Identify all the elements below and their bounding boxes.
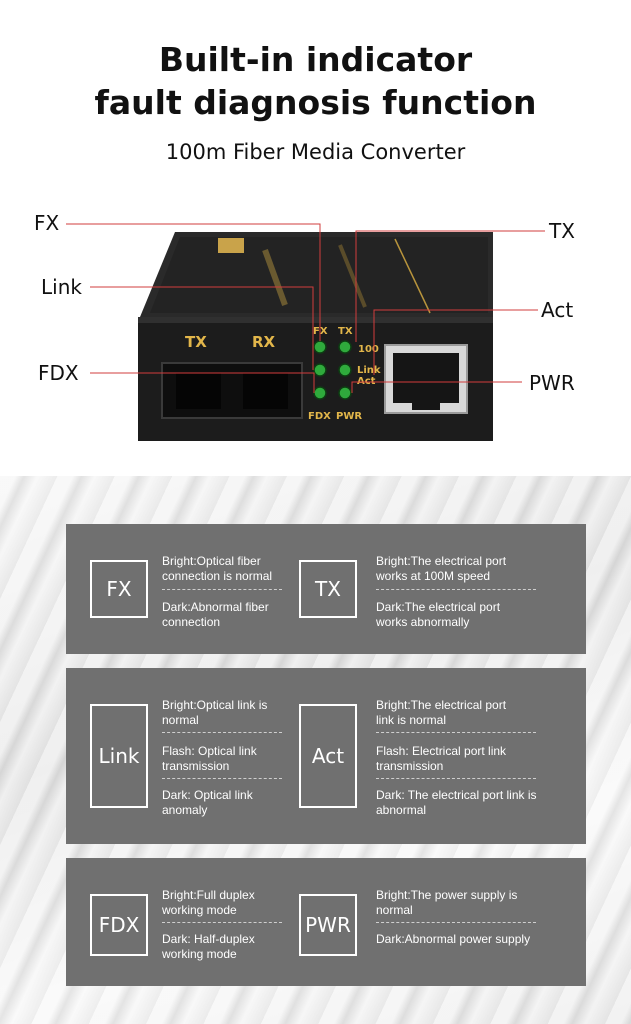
badge-act: Act — [299, 704, 357, 808]
callout-act: Act — [541, 298, 574, 322]
act-separator-2 — [376, 778, 536, 779]
badge-fx: FX — [90, 560, 148, 618]
callout-tx: TX — [549, 219, 575, 243]
fx-bright-text: Bright:Optical fiber connection is norma… — [162, 554, 273, 583]
product-illustration: TX RX FX TX 100 Link Act FDX PWR FX Link… — [0, 195, 631, 475]
top-logo-badge — [218, 238, 244, 253]
title-line-2: fault diagnosis function — [94, 83, 537, 122]
badge-pwr: PWR — [299, 894, 357, 956]
page-title: Built-in indicator fault diagnosis funct… — [0, 38, 631, 124]
link-separator-1 — [162, 732, 282, 733]
pwr-dark-text: Dark:Abnormal power supply — [376, 932, 531, 946]
led-tx — [338, 340, 352, 354]
tx-dark-text: Dark:The electrical port works abnormall… — [376, 600, 501, 629]
act-flash-text: Flash: Electrical port link transmission — [376, 744, 507, 773]
media-converter-drawing: TX RX FX TX 100 Link Act FDX PWR — [66, 223, 545, 441]
fx-dark-text: Dark:Abnormal fiber connection — [162, 600, 269, 629]
led-label-fdx: FDX — [308, 411, 331, 422]
fdx-separator — [162, 922, 282, 923]
indicator-panel-link-act: Link Bright:Optical link is normal Flash… — [66, 668, 586, 844]
callout-fdx: FDX — [38, 361, 79, 385]
link-flash-text: Flash: Optical link transmission — [162, 744, 257, 773]
callout-line-fx — [66, 223, 321, 341]
led-label-link: Link — [357, 365, 381, 376]
act-bright-text: Bright:The electrical port link is norma… — [376, 698, 507, 727]
led-act-speed — [338, 363, 352, 377]
pwr-separator — [376, 922, 536, 923]
badge-tx: TX — [299, 560, 357, 618]
callout-line-fdx — [90, 372, 315, 393]
link-dark-text: Dark: Optical link anomaly — [162, 788, 253, 817]
led-link — [313, 363, 327, 377]
callout-line-link — [90, 286, 314, 370]
act-dark-text: Dark: The electrical port link is abnorm… — [376, 788, 537, 817]
act-separator-1 — [376, 732, 536, 733]
port-label-tx: TX — [185, 333, 207, 351]
fdx-dark-text: Dark: Half-duplex working mode — [162, 932, 255, 961]
led-label-tx: TX — [338, 326, 353, 337]
link-separator-2 — [162, 778, 282, 779]
fdx-bright-text: Bright:Full duplex working mode — [162, 888, 255, 917]
led-label-pwr: PWR — [336, 411, 362, 422]
indicator-panel-fx-tx: FX Bright:Optical fiber connection is no… — [66, 524, 586, 654]
led-label-100: 100 — [358, 344, 379, 355]
callout-link: Link — [41, 275, 82, 299]
title-line-1: Built-in indicator — [158, 40, 473, 79]
pwr-bright-text: Bright:The power supply is normal — [376, 888, 518, 917]
led-fdx — [313, 386, 327, 400]
link-bright-text: Bright:Optical link is normal — [162, 698, 268, 727]
callout-pwr: PWR — [529, 371, 575, 395]
callout-line-tx — [355, 230, 545, 342]
page-subtitle: 100m Fiber Media Converter — [165, 140, 466, 164]
tx-separator — [376, 589, 536, 590]
callout-fx: FX — [34, 211, 60, 235]
led-fx — [313, 340, 327, 354]
badge-fdx: FDX — [90, 894, 148, 956]
indicator-panel-fdx-pwr: FDX Bright:Full duplex working mode Dark… — [66, 858, 586, 986]
led-pwr — [338, 386, 352, 400]
badge-link: Link — [90, 704, 148, 808]
callout-line-pwr — [351, 381, 522, 393]
tx-bright-text: Bright:The electrical port works at 100M… — [376, 554, 507, 583]
indicator-info-section: FX Bright:Optical fiber connection is no… — [0, 476, 631, 1024]
fx-separator — [162, 589, 282, 590]
callout-line-act — [373, 309, 538, 375]
port-label-rx: RX — [252, 333, 276, 351]
